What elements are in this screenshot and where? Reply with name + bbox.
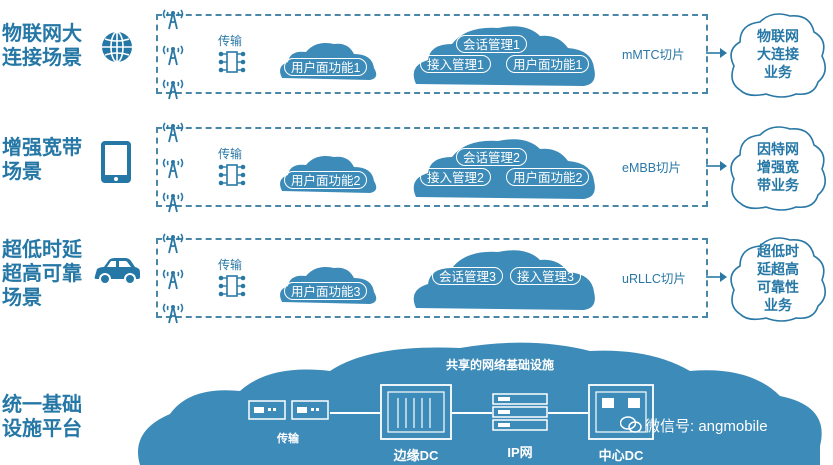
antenna-icon bbox=[162, 9, 184, 30]
link-line-2 bbox=[452, 412, 492, 414]
arrow-icon bbox=[706, 161, 727, 171]
antenna-icon bbox=[162, 158, 184, 179]
urllc-slice-label: uRLLC切片 bbox=[622, 272, 686, 286]
embb-slice-box bbox=[156, 127, 708, 207]
session-management: 会话管理2 bbox=[456, 148, 527, 166]
session-management: 会话管理3 bbox=[432, 267, 503, 285]
user-plane-function: 用户面功能3 bbox=[284, 282, 368, 300]
transport-device-icon bbox=[248, 400, 329, 420]
tablet-icon bbox=[101, 141, 131, 183]
arrow-icon bbox=[706, 272, 727, 282]
session-management: 会话管理1 bbox=[456, 35, 527, 53]
user-plane-function: 用户面功能1 bbox=[284, 58, 368, 76]
car-icon bbox=[94, 258, 140, 285]
link-line-1 bbox=[330, 412, 380, 414]
transport-label: 传输 bbox=[218, 147, 243, 161]
urllc-slice-box bbox=[156, 238, 708, 318]
transport-label: 传输 bbox=[218, 34, 243, 48]
user-plane-function-b: 用户面功能2 bbox=[506, 168, 590, 186]
embb-service-label: 因特网增强宽带业务 bbox=[757, 141, 799, 193]
shared-infrastructure-title: 共享的网络基础设施 bbox=[445, 358, 554, 372]
antenna-icon bbox=[162, 122, 184, 143]
antenna-icon bbox=[162, 192, 184, 213]
arrow-icon bbox=[706, 48, 727, 58]
transport-label: 传输 bbox=[218, 258, 243, 272]
control-plane-cloud bbox=[413, 250, 595, 310]
mmtc-service-label: 物联网大连接业务 bbox=[757, 28, 799, 80]
user-plane-function: 用户面功能2 bbox=[284, 171, 368, 189]
central-dc-label: 中心DC bbox=[598, 448, 644, 463]
access-management: 接入管理3 bbox=[510, 267, 581, 285]
mmtc-slice-label: mMTC切片 bbox=[622, 48, 685, 62]
scenario1-title: 物联网大 连接场景 bbox=[2, 23, 82, 69]
wechat-icon bbox=[620, 416, 642, 433]
mmtc-slice-box bbox=[156, 14, 708, 94]
service-cloud bbox=[730, 126, 826, 211]
edge-dc-label: 边缘DC bbox=[393, 448, 439, 463]
transport-switch-icon bbox=[218, 164, 246, 186]
service-cloud bbox=[730, 237, 826, 322]
embb-slice-label: eMBB切片 bbox=[622, 161, 682, 175]
watermark-text: 微信号: angmobile bbox=[645, 418, 768, 435]
platform-title: 统一基础 设施平台 bbox=[2, 394, 82, 440]
scenario2-title: 增强宽带 场景 bbox=[2, 137, 82, 183]
ip-network-label: IP网 bbox=[507, 445, 533, 460]
antenna-icon bbox=[162, 45, 184, 66]
user-plane-function-b: 用户面功能1 bbox=[506, 55, 590, 73]
antenna-icon bbox=[162, 303, 184, 324]
transport-switch-icon bbox=[218, 51, 246, 73]
shared-infrastructure-cloud bbox=[138, 342, 822, 465]
urllc-service-label: 超低时延超高可靠性业务 bbox=[757, 243, 799, 313]
user-plane-cloud bbox=[280, 267, 377, 304]
transport-switch-icon bbox=[218, 275, 246, 297]
service-cloud bbox=[730, 13, 826, 98]
antenna-icon bbox=[162, 269, 184, 290]
edge-dc-icon bbox=[380, 384, 452, 440]
antenna-icon bbox=[162, 233, 184, 254]
user-plane-cloud bbox=[280, 156, 377, 193]
access-management: 接入管理1 bbox=[420, 55, 491, 73]
central-dc-icon bbox=[588, 384, 654, 440]
transport-device-label: 传输 bbox=[277, 433, 299, 445]
scenario3-title: 超低时延 超高可靠 场景 bbox=[2, 239, 82, 309]
user-plane-cloud bbox=[280, 43, 377, 80]
antenna-icon bbox=[162, 79, 184, 100]
ip-router-icon bbox=[492, 393, 548, 431]
link-line-3 bbox=[548, 412, 588, 414]
access-management: 接入管理2 bbox=[420, 168, 491, 186]
globe-icon bbox=[102, 31, 132, 63]
